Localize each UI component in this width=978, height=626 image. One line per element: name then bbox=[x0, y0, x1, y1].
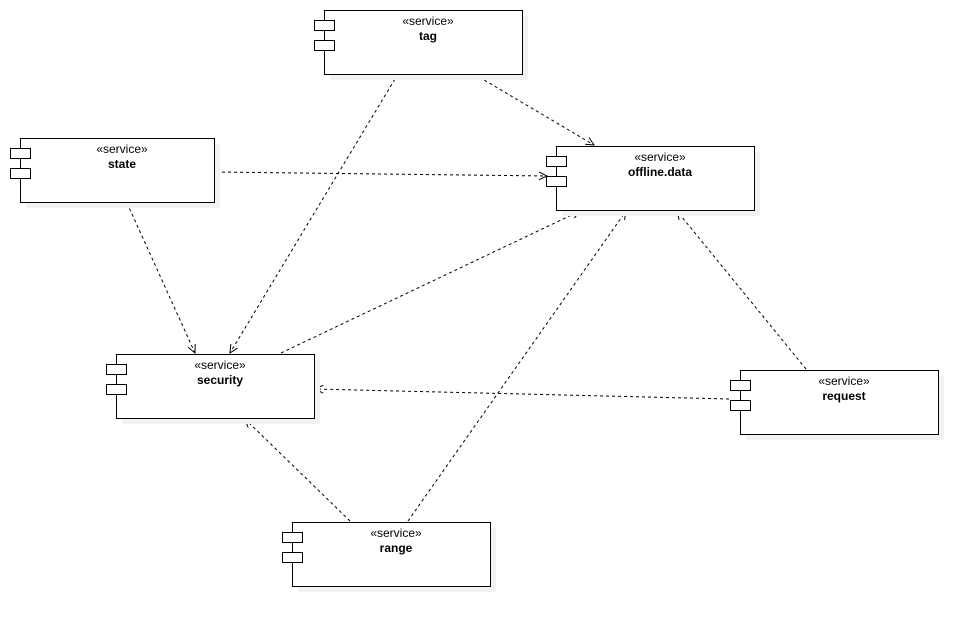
component-layer: «service»tag«service»state«service»offli… bbox=[10, 10, 945, 593]
component-port-icon bbox=[314, 40, 335, 51]
component-stereotype: «service» bbox=[194, 358, 246, 372]
dependency-line bbox=[280, 210, 581, 354]
component-port-icon bbox=[106, 364, 127, 375]
component-box bbox=[20, 138, 215, 203]
dependency-range-to-offline-data[interactable] bbox=[407, 210, 627, 522]
component-name: state bbox=[108, 157, 136, 171]
component-name: range bbox=[380, 541, 413, 555]
arrowhead-icon bbox=[187, 343, 196, 355]
component-port-icon bbox=[546, 176, 567, 187]
dependency-line bbox=[473, 73, 595, 146]
dependency-request-to-offline-data[interactable] bbox=[676, 210, 807, 370]
component-box bbox=[324, 10, 523, 75]
dependency-line bbox=[244, 418, 351, 522]
component-port-icon bbox=[314, 20, 335, 31]
dependency-line bbox=[215, 171, 548, 177]
component-state[interactable]: «service»state bbox=[10, 138, 221, 209]
component-box bbox=[556, 146, 755, 211]
dependency-line bbox=[229, 73, 399, 354]
component-name: request bbox=[822, 389, 865, 403]
dependency-layer bbox=[126, 73, 807, 522]
component-port-icon bbox=[10, 148, 31, 159]
component-name: security bbox=[197, 373, 243, 387]
component-security[interactable]: «service»security bbox=[106, 354, 321, 425]
arrowhead-icon bbox=[584, 137, 595, 146]
arrowhead-icon bbox=[229, 343, 238, 354]
component-port-icon bbox=[730, 400, 751, 411]
component-range[interactable]: «service»range bbox=[282, 522, 497, 593]
component-port-icon bbox=[546, 156, 567, 167]
component-name: offline.data bbox=[628, 165, 692, 179]
dependency-request-to-security[interactable] bbox=[313, 384, 730, 400]
dependency-tag-to-offline-data[interactable] bbox=[473, 73, 595, 146]
dependency-line bbox=[407, 210, 627, 522]
dependency-state-to-offline-data[interactable] bbox=[215, 171, 549, 181]
dependency-state-to-security[interactable] bbox=[126, 202, 196, 355]
component-box bbox=[292, 522, 491, 587]
dependency-line bbox=[126, 202, 196, 354]
dependency-tag-to-security[interactable] bbox=[229, 73, 399, 354]
component-request[interactable]: «service»request bbox=[730, 370, 945, 441]
dependency-security-to-offline-data[interactable] bbox=[280, 210, 582, 354]
component-stereotype: «service» bbox=[634, 150, 686, 164]
component-box bbox=[740, 370, 939, 435]
component-port-icon bbox=[10, 168, 31, 179]
component-port-icon bbox=[106, 384, 127, 395]
component-stereotype: «service» bbox=[370, 526, 422, 540]
component-port-icon bbox=[282, 532, 303, 543]
component-stereotype: «service» bbox=[402, 14, 454, 28]
component-stereotype: «service» bbox=[96, 142, 148, 156]
component-box bbox=[116, 354, 315, 419]
dependency-range-to-security[interactable] bbox=[244, 418, 351, 522]
dependency-line bbox=[676, 210, 807, 370]
component-port-icon bbox=[282, 552, 303, 563]
dependency-line bbox=[314, 388, 730, 400]
component-stereotype: «service» bbox=[818, 374, 870, 388]
component-offline-data[interactable]: «service»offline.data bbox=[546, 146, 761, 217]
component-tag[interactable]: «service»tag bbox=[314, 10, 529, 81]
component-port-icon bbox=[730, 380, 751, 391]
component-name: tag bbox=[419, 29, 437, 43]
